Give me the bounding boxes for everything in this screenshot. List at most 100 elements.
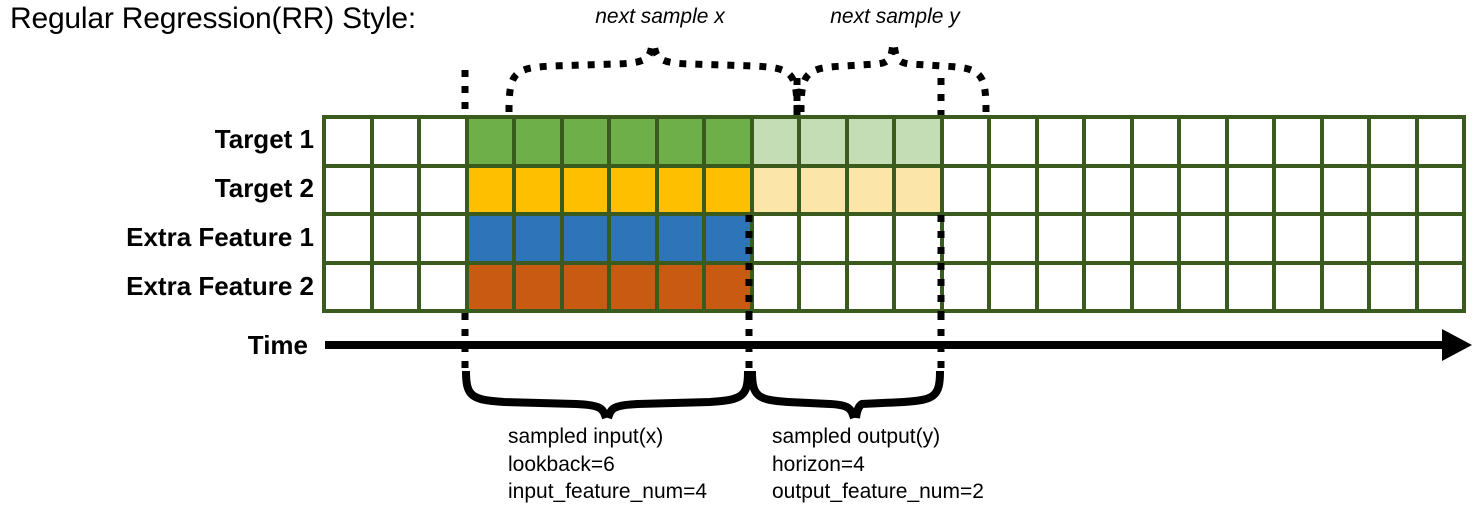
grid-cell [516, 167, 560, 212]
grid-cell [1276, 216, 1320, 261]
grid-cell [611, 167, 655, 212]
grid-cell [563, 167, 607, 212]
grid-cell [753, 264, 797, 309]
grid-cell [991, 167, 1035, 212]
row-label-extra-feature-2: Extra Feature 2 [126, 271, 314, 301]
grid-cell [1086, 167, 1130, 212]
grid-cell [1418, 216, 1462, 261]
grid-cell [1418, 167, 1462, 212]
grid-cell [1086, 216, 1130, 261]
grid-cell [516, 264, 560, 309]
grid-cell [1371, 167, 1415, 212]
grid-cell [896, 216, 940, 261]
grid-cell [421, 216, 465, 261]
grid-cell [421, 167, 465, 212]
grid-cell [1038, 216, 1082, 261]
page-title: Regular Regression(RR) Style: [10, 2, 417, 35]
grid-cell [658, 264, 702, 309]
grid-cell [326, 264, 370, 309]
grid-cell [373, 167, 417, 212]
grid-cell [896, 264, 940, 309]
sampled-output-line-1: sampled output(y) [772, 425, 941, 448]
grid-cell [1323, 264, 1367, 309]
grid-cell [943, 167, 987, 212]
caption-next-sample-y: next sample y [830, 5, 960, 28]
grid-cell [1276, 264, 1320, 309]
timeline-grid [322, 115, 1466, 313]
grid-cell [706, 216, 750, 261]
grid-cell [1038, 264, 1082, 309]
grid-cell [1418, 264, 1462, 309]
row-label-target-1: Target 1 [214, 124, 314, 154]
sampled-input-line-2: lookback=6 [508, 452, 615, 476]
grid-cell [1228, 216, 1272, 261]
grid-cell [1323, 216, 1367, 261]
grid-cell [943, 216, 987, 261]
grid-cell [1323, 167, 1367, 212]
grid-cell [373, 216, 417, 261]
grid-cell [1418, 119, 1462, 164]
grid-cell [326, 167, 370, 212]
grid-cell [1038, 119, 1082, 164]
grid-cell [706, 119, 750, 164]
caption-next-sample-x: next sample x [595, 5, 725, 28]
grid-cell [801, 264, 845, 309]
sampled-output-line-3: output_feature_num=2 [772, 480, 984, 504]
grid-cell [801, 119, 845, 164]
caption-sampled-output: sampled output(y) horizon=4 output_featu… [772, 423, 984, 506]
sampled-input-line-1: sampled input(x) [508, 425, 664, 448]
grid-cell [1133, 264, 1177, 309]
row-label-target-2: Target 2 [214, 173, 314, 203]
grid-cell [1181, 264, 1225, 309]
row-label-column: Target 1 Target 2 Extra Feature 1 Extra … [8, 114, 314, 314]
grid-cell [1133, 119, 1177, 164]
grid-cell [1371, 216, 1415, 261]
grid-cell [516, 216, 560, 261]
grid-row-target-2 [326, 167, 1462, 212]
grid-cell [421, 119, 465, 164]
sampled-input-line-3: input_feature_num=4 [508, 480, 708, 504]
grid-cell [563, 216, 607, 261]
grid-cell [1228, 264, 1272, 309]
grid-cell [326, 119, 370, 164]
grid-cell [468, 167, 512, 212]
grid-row-target-1 [326, 119, 1462, 164]
caption-sampled-input: sampled input(x) lookback=6 input_featur… [508, 423, 707, 506]
grid-cell [1228, 167, 1272, 212]
grid-cell [706, 264, 750, 309]
grid-row-extra-feature-1 [326, 216, 1462, 261]
top-brace-next-sample-x [505, 43, 801, 113]
grid-cell [373, 264, 417, 309]
grid-cell [1371, 119, 1415, 164]
grid-cell [468, 216, 512, 261]
grid-cell [1181, 167, 1225, 212]
bottom-brace-sampled-output [748, 370, 944, 420]
grid-cell [753, 216, 797, 261]
grid-cell [611, 119, 655, 164]
grid-cell [468, 119, 512, 164]
grid-cell [563, 119, 607, 164]
grid-cell [848, 264, 892, 309]
grid-cell [611, 216, 655, 261]
grid-cell [658, 216, 702, 261]
row-label-extra-feature-1: Extra Feature 1 [126, 222, 314, 252]
grid-cell [468, 264, 512, 309]
grid-cell [848, 119, 892, 164]
grid-cell [1038, 167, 1082, 212]
top-brace-next-sample-y [797, 43, 990, 113]
grid-cell [991, 216, 1035, 261]
grid-cell [563, 264, 607, 309]
grid-cell [611, 264, 655, 309]
sampled-output-line-2: horizon=4 [772, 452, 865, 476]
grid-cell [896, 119, 940, 164]
grid-cell [706, 167, 750, 212]
grid-cell [753, 119, 797, 164]
grid-cell [516, 119, 560, 164]
grid-cell [943, 119, 987, 164]
grid-cell [1371, 264, 1415, 309]
grid-cell [1181, 216, 1225, 261]
time-axis-label: Time [247, 330, 308, 360]
grid-cell [801, 167, 845, 212]
grid-cell [1323, 119, 1367, 164]
